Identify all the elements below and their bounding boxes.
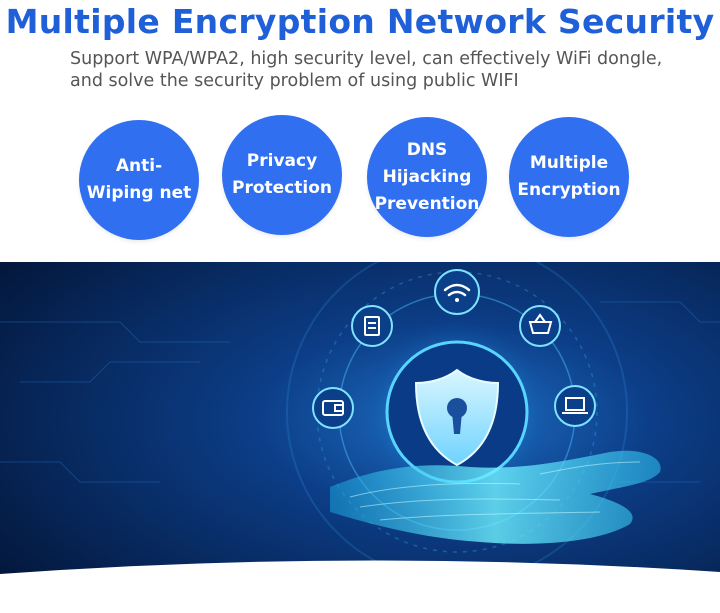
security-hero-image <box>0 262 720 613</box>
page-title: Multiple Encryption Network Security <box>5 2 715 41</box>
notebook-icon <box>364 316 380 336</box>
notebook-icon-bubble <box>351 305 393 347</box>
wallet-icon <box>322 400 344 416</box>
feature-label-line1: DNS Hijacking <box>382 139 472 187</box>
feature-anti-wiping-net: Anti- Wiping net <box>79 120 199 240</box>
hero-illustration <box>0 262 720 613</box>
cart-icon <box>528 313 553 334</box>
hand-illustration <box>330 450 661 544</box>
wallet-icon-bubble <box>312 387 354 429</box>
laptop-icon-bubble <box>554 385 596 427</box>
subtitle: Support WPA/WPA2, high security level, c… <box>70 48 690 92</box>
feature-label-line1: Multiple <box>529 153 609 173</box>
wifi-icon <box>443 283 471 302</box>
feature-label-line2: Protection <box>232 178 332 198</box>
feature-label-line1: Privacy <box>246 151 318 171</box>
feature-label-line2: Prevention <box>374 193 480 214</box>
cart-icon-bubble <box>519 305 561 347</box>
feature-label-line2: Wiping net <box>86 183 192 203</box>
subtitle-line-1: Support WPA/WPA2, high security level, c… <box>70 49 663 69</box>
laptop-icon <box>562 397 588 414</box>
subtitle-line-2: and solve the security problem of using … <box>70 71 519 91</box>
feature-label-line2: Encryption <box>517 180 621 200</box>
feature-label-line1: Anti- <box>115 156 163 176</box>
shield-lock-icon <box>414 368 500 467</box>
